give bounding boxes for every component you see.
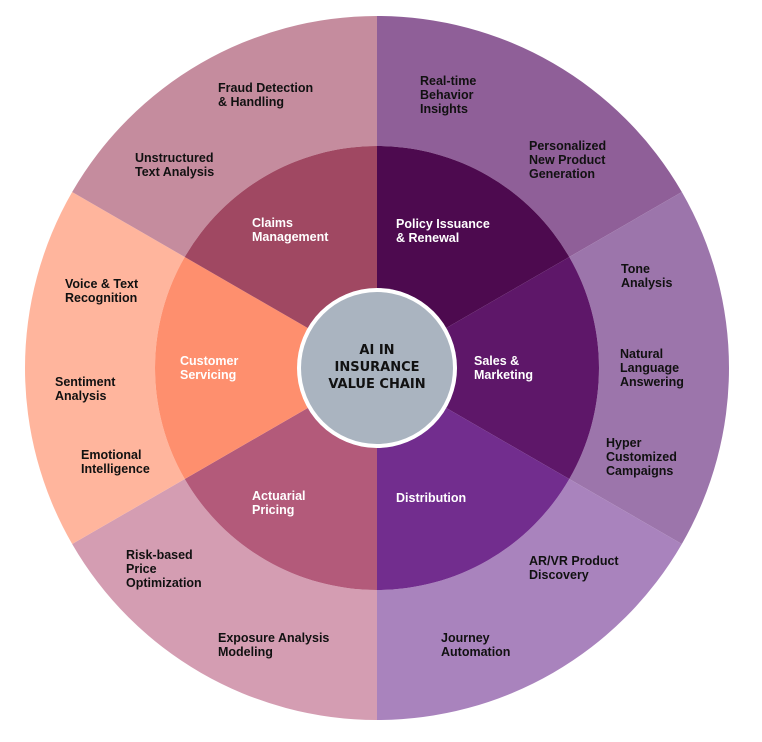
inner-label-sales-line: Sales & xyxy=(474,354,520,368)
outer-label-policy-0-line: Behavior xyxy=(420,88,474,102)
outer-label-actuarial-0-line: Optimization xyxy=(126,576,202,590)
inner-label-claims-line: Management xyxy=(252,230,329,244)
outer-label-policy-1-line: New Product xyxy=(529,153,606,167)
outer-label-distribution-1-line: Journey xyxy=(441,631,490,645)
outer-label-sales-1-line: Natural xyxy=(620,347,664,361)
outer-label-sales-0-line: Analysis xyxy=(621,276,673,290)
inner-segment-distribution xyxy=(377,405,570,590)
inner-label-sales-line: Marketing xyxy=(474,368,534,382)
inner-label-sales: Sales &Marketing xyxy=(474,354,533,382)
inner-segment-sales xyxy=(441,257,599,479)
outer-label-actuarial-0-line: Price xyxy=(126,562,157,576)
outer-segment-sales xyxy=(569,192,729,544)
outer-label-policy-1-line: Generation xyxy=(529,167,595,181)
inner-label-customer-line: Customer xyxy=(180,354,239,368)
inner-label-distribution: Distribution xyxy=(396,491,466,505)
inner-segment-actuarial xyxy=(184,405,377,590)
outer-label-distribution-1-line: Automation xyxy=(441,645,511,659)
outer-label-claims-0-line: Fraud Detection xyxy=(218,81,314,95)
inner-segment-policy xyxy=(377,146,570,331)
outer-label-claims-0-line: & Handling xyxy=(218,95,284,109)
outer-label-customer-0-line: Voice & Text xyxy=(65,277,139,291)
outer-label-customer-0-line: Recognition xyxy=(65,291,138,305)
outer-segment-policy xyxy=(377,16,682,257)
outer-label-sales-1-line: Answering xyxy=(620,375,684,389)
inner-label-policy: Policy Issuance& Renewal xyxy=(396,217,490,245)
inner-segment-customer xyxy=(155,257,313,479)
outer-label-actuarial-0-line: Risk-based xyxy=(126,548,193,562)
outer-label-distribution-0-line: Discovery xyxy=(529,568,589,582)
outer-label-actuarial-1-line: Modeling xyxy=(218,645,273,659)
outer-label-policy-0-line: Real-time xyxy=(420,74,477,88)
inner-segment-claims xyxy=(184,146,377,331)
outer-segment-actuarial xyxy=(72,479,377,720)
outer-label-policy-1-line: Personalized xyxy=(529,139,607,153)
inner-label-actuarial-line: Pricing xyxy=(252,503,295,517)
outer-label-customer-1-line: Sentiment xyxy=(55,375,116,389)
outer-label-distribution-0-line: AR/VR Product xyxy=(529,554,619,568)
outer-label-policy-0-line: Insights xyxy=(420,102,468,116)
outer-label-claims-1-line: Unstructured xyxy=(135,151,214,165)
outer-label-sales-0-line: Tone xyxy=(621,262,650,276)
outer-label-actuarial-1-line: Exposure Analysis xyxy=(218,631,330,645)
outer-segment-claims xyxy=(72,16,377,257)
inner-label-claims-line: Claims xyxy=(252,216,293,230)
outer-label-sales-2-line: Customized xyxy=(606,450,677,464)
center-title-line: AI IN xyxy=(359,343,395,358)
outer-label-customer-2-line: Emotional xyxy=(81,448,142,462)
inner-label-actuarial-line: Actuarial xyxy=(252,489,306,503)
outer-label-claims-0: Fraud Detection& Handling xyxy=(218,81,313,109)
outer-segment-customer xyxy=(25,192,185,544)
outer-label-claims-1-line: Text Analysis xyxy=(135,165,215,179)
center-circle xyxy=(301,292,453,444)
center-title-line: VALUE CHAIN xyxy=(328,377,426,392)
outer-label-sales-1-line: Language xyxy=(620,361,680,375)
inner-label-distribution-line: Distribution xyxy=(396,491,467,505)
outer-label-customer-2-line: Intelligence xyxy=(81,462,150,476)
outer-label-sales-2-line: Campaigns xyxy=(606,464,674,478)
outer-segment-distribution xyxy=(377,479,682,720)
inner-label-customer-line: Servicing xyxy=(180,368,237,382)
center-title: AI IN INSURANCE VALUE CHAIN xyxy=(302,342,452,393)
inner-label-policy-line: & Renewal xyxy=(396,231,460,245)
outer-label-customer-1-line: Analysis xyxy=(55,389,107,403)
inner-label-policy-line: Policy Issuance xyxy=(396,217,490,231)
center-title-line: INSURANCE xyxy=(334,360,420,375)
outer-label-sales-2-line: Hyper xyxy=(606,436,642,450)
